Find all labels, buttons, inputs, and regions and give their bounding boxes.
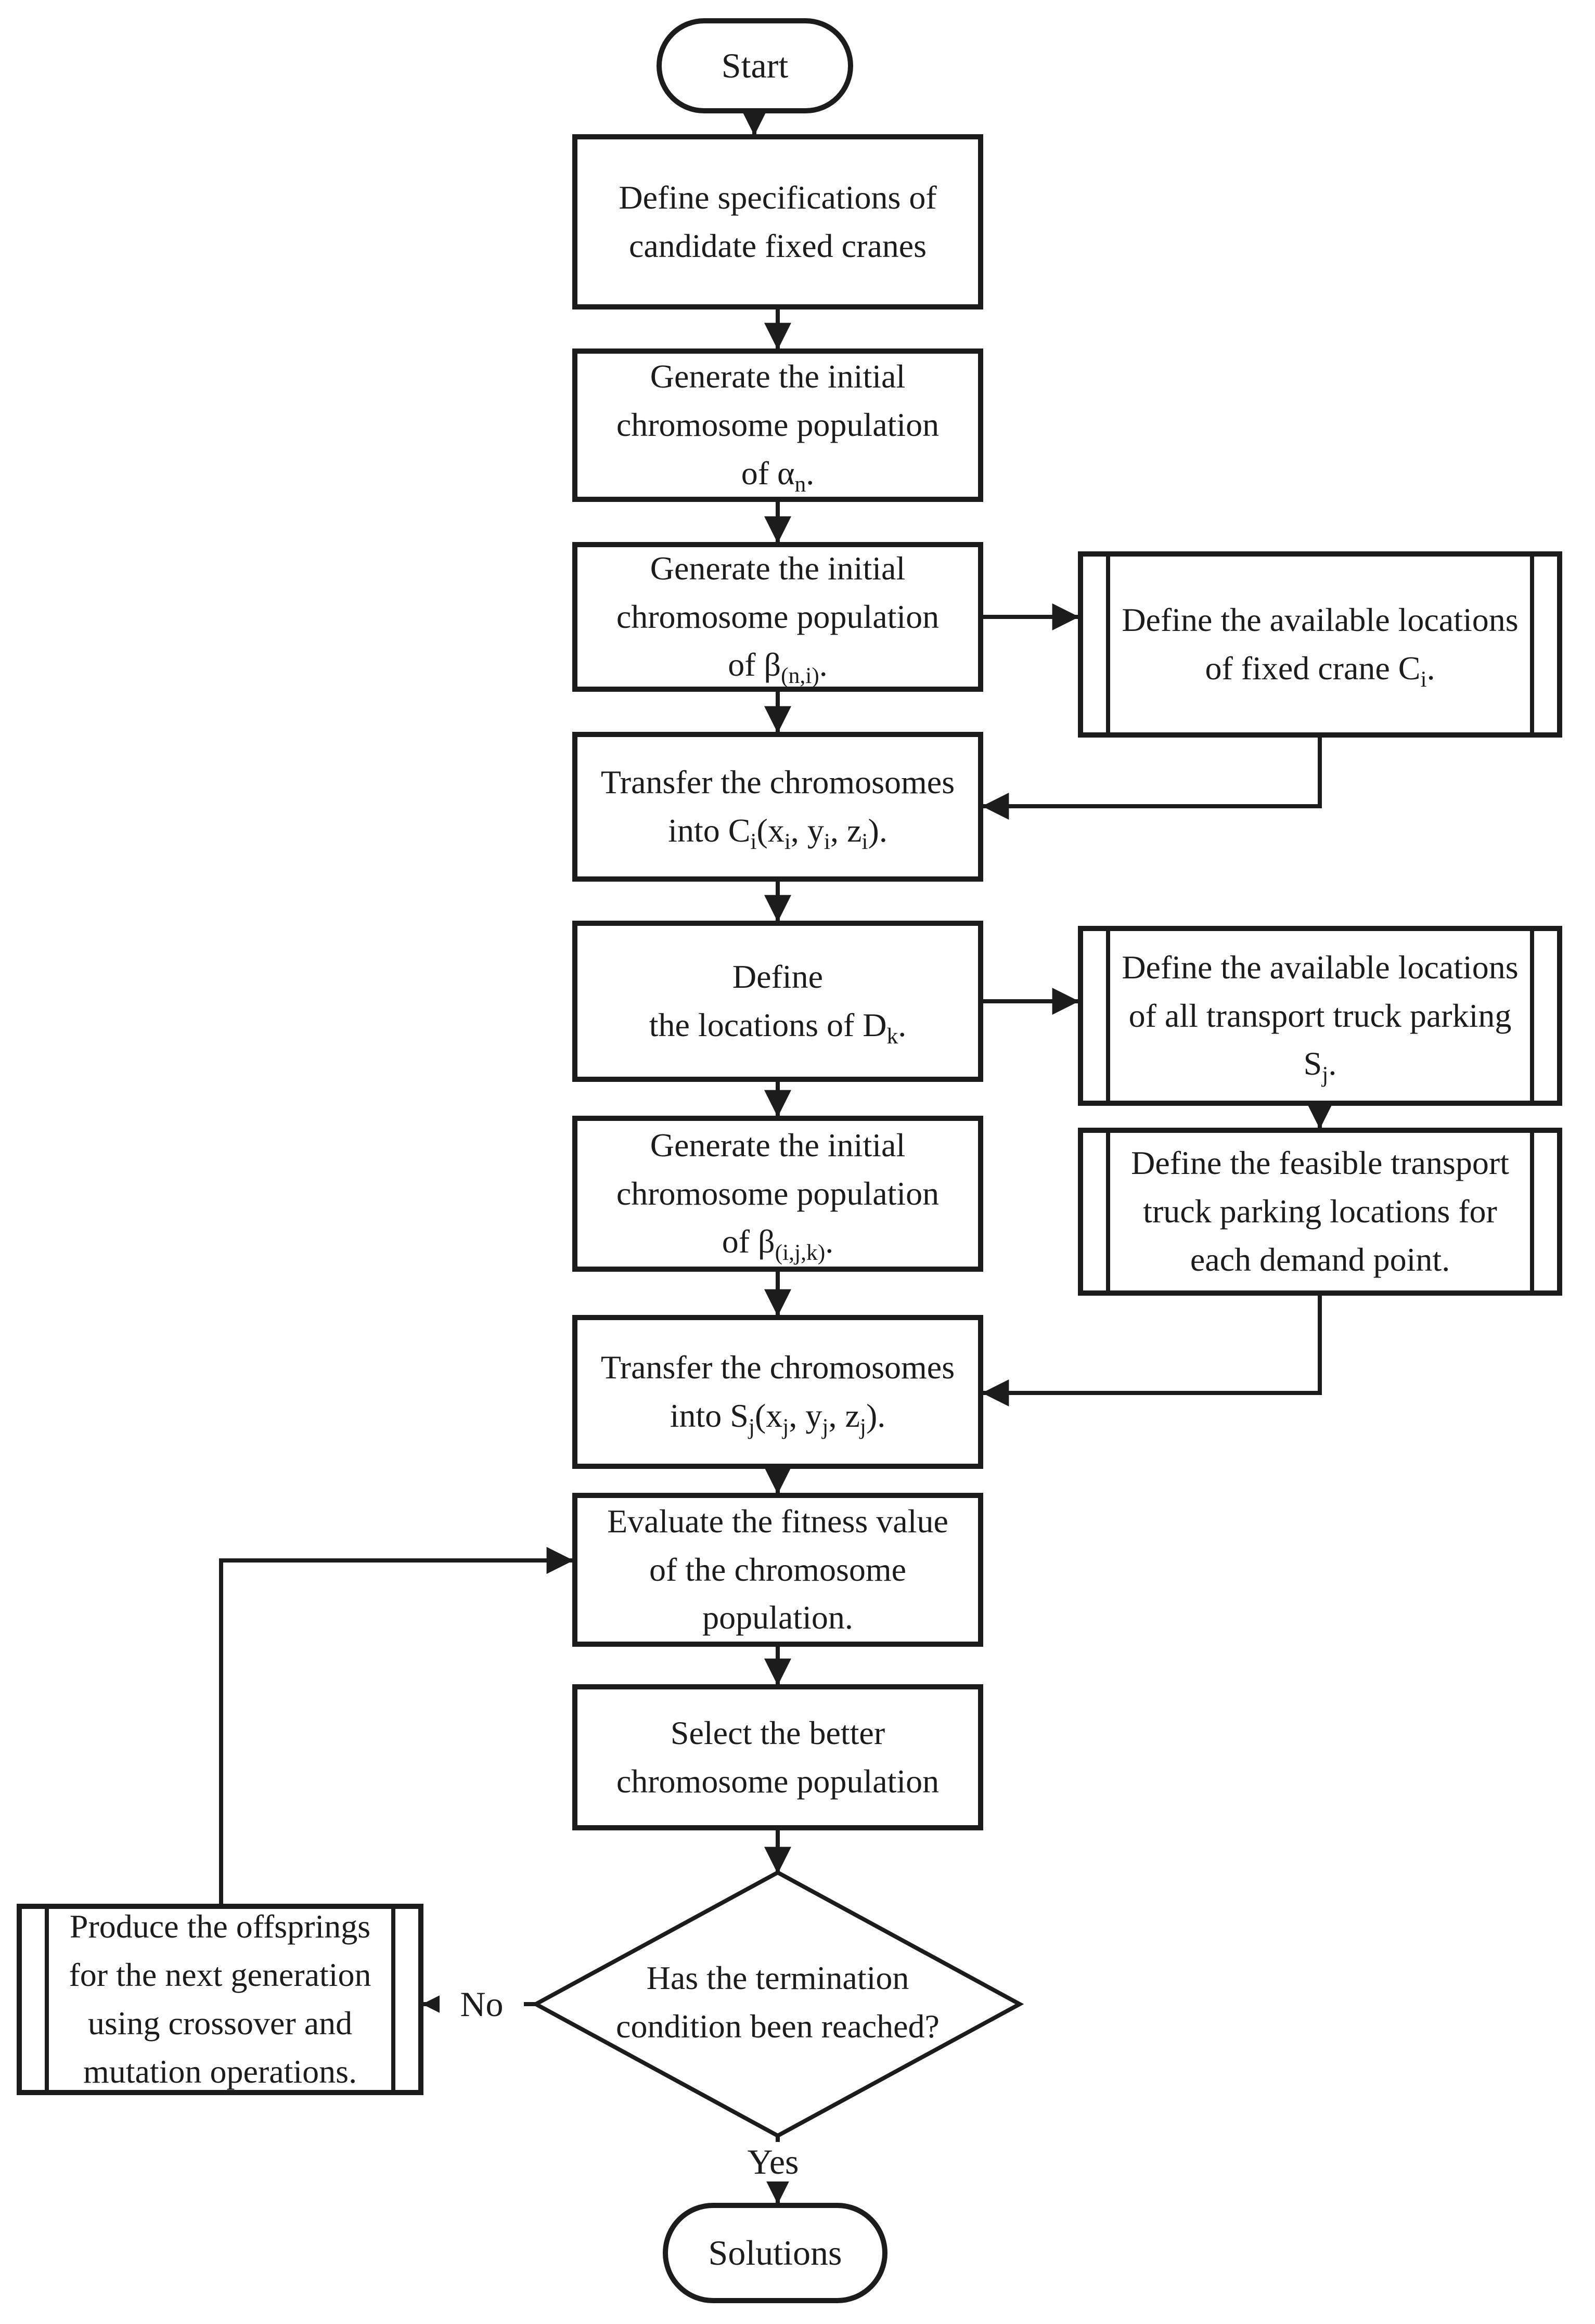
solutions-node: Solutions xyxy=(663,2203,887,2303)
solutions-label: Solutions xyxy=(708,2233,842,2273)
start-node: Start xyxy=(657,18,853,113)
double-border-line xyxy=(1530,1133,1534,1290)
double-border-line xyxy=(1106,1133,1110,1290)
no-edge-label: No xyxy=(440,1984,524,2024)
double-border-line xyxy=(1106,557,1110,732)
edge-crane-locations-to-transfer-ci xyxy=(982,738,1322,820)
double-border-line xyxy=(1530,557,1534,732)
start-label: Start xyxy=(721,46,789,86)
decision-diamond-shape xyxy=(531,1870,1024,2138)
double-border-line xyxy=(1530,931,1534,1101)
double-border-line xyxy=(1106,931,1110,1101)
double-border-line xyxy=(391,1909,395,2090)
yes-edge-label: Yes xyxy=(723,2142,823,2181)
edge-feasible-parking-to-transfer-sj xyxy=(982,1296,1322,1406)
edge-produce-loop-to-evaluate xyxy=(219,1547,574,1904)
double-border-line xyxy=(45,1909,49,2090)
